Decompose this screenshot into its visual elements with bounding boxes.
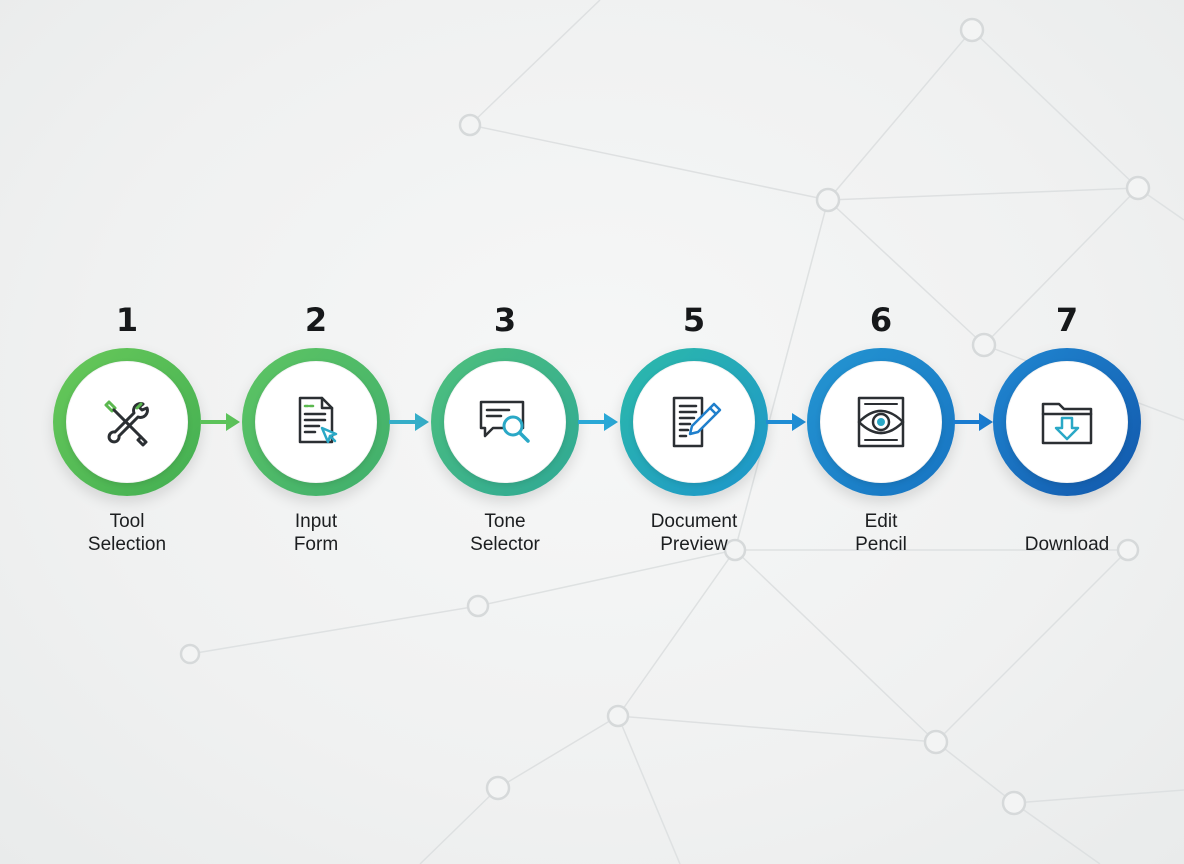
step-label: Document Preview xyxy=(599,510,789,556)
step-number: 7 xyxy=(1055,301,1079,339)
step-number: 6 xyxy=(869,301,893,339)
step-label-line-1: Edit xyxy=(864,511,898,532)
step-icon-disc xyxy=(633,361,755,483)
step-label: Tool Selection xyxy=(32,510,222,556)
step-number: 2 xyxy=(304,301,328,339)
step-icon-disc xyxy=(820,361,942,483)
step-label-line-1: Document xyxy=(650,511,738,532)
step-label-line-1: Input xyxy=(294,511,338,532)
tools-icon xyxy=(104,400,149,447)
step-ring xyxy=(53,348,201,496)
step-icon-disc xyxy=(255,361,377,483)
folder-download-icon xyxy=(1041,402,1093,445)
eye-frame-icon xyxy=(857,396,905,448)
arrow-right-icon xyxy=(389,413,429,431)
step-label-line-2: Selection xyxy=(87,534,167,555)
step-ring xyxy=(807,348,955,496)
step-label: Edit Pencil xyxy=(786,510,976,556)
step-number: 3 xyxy=(493,301,517,339)
step-label: Download xyxy=(972,510,1162,556)
step-ring xyxy=(431,348,579,496)
step-label-line-1: Tool xyxy=(109,511,145,532)
step-label-line-2: Pencil xyxy=(855,534,907,555)
step-label-line-1: Tone xyxy=(484,511,526,532)
arrow-right-icon xyxy=(578,413,618,431)
form-cursor-icon xyxy=(298,396,338,444)
arrow-right-icon xyxy=(200,413,240,431)
step-icon-disc xyxy=(444,361,566,483)
step-label-line-1 xyxy=(972,510,1162,533)
step-label-line-2: Preview xyxy=(660,534,728,555)
step-number: 1 xyxy=(115,301,139,339)
step-ring xyxy=(620,348,768,496)
step-label-line-2: Selector xyxy=(470,534,540,555)
step-ring xyxy=(242,348,390,496)
step-ring xyxy=(993,348,1141,496)
step-label: Input Form xyxy=(221,510,411,556)
step-number: 5 xyxy=(682,301,706,339)
chat-search-icon xyxy=(479,400,530,443)
document-pencil-icon xyxy=(672,396,722,448)
arrow-right-icon xyxy=(766,413,806,431)
step-label: Tone Selector xyxy=(410,510,600,556)
step-label-line-2: Form xyxy=(293,534,339,555)
step-icon-disc xyxy=(66,361,188,483)
step-icon-disc xyxy=(1006,361,1128,483)
step-label-line-2: Download xyxy=(1024,534,1110,555)
arrow-right-icon xyxy=(953,413,993,431)
